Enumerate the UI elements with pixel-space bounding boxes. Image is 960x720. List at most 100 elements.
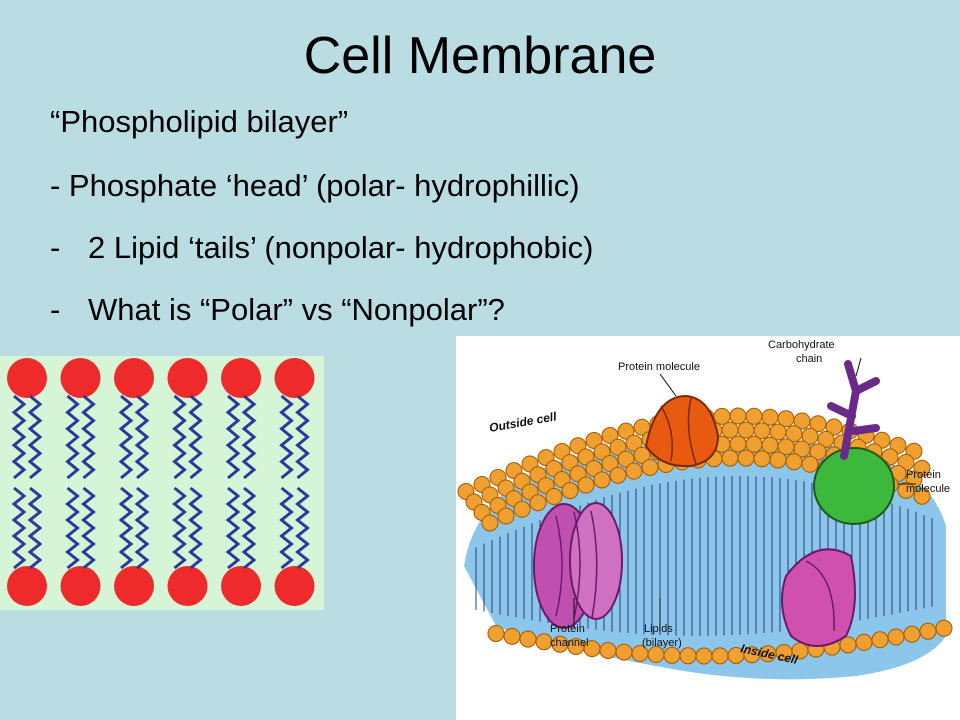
lipid-tail (279, 394, 294, 480)
lipid-head (593, 471, 611, 489)
bullet-phospholipid-bilayer: “Phospholipid bilayer” (50, 104, 348, 140)
label-protein-right-line1: Protein (906, 469, 941, 481)
lipid-head (601, 455, 619, 473)
bullet-phosphate-head: - Phosphate ‘head’ (polar- hydrophillic) (50, 168, 580, 204)
lipid-head (713, 407, 731, 425)
lipid-head (809, 415, 827, 433)
lipid-head (887, 628, 905, 646)
lipid-head (599, 641, 617, 659)
phosphate-head (221, 358, 261, 398)
lipid-head (729, 407, 747, 425)
phosphate-head (7, 566, 47, 606)
lipid-head (711, 647, 729, 665)
lipid-head (617, 450, 635, 468)
phosphate-head (7, 358, 47, 398)
label-protein-molecule-top: Protein molecule (618, 361, 700, 373)
lipid-head (729, 435, 747, 453)
lipid-tail (295, 486, 310, 570)
lipid-head (561, 482, 579, 500)
slide-title: Cell Membrane (303, 27, 657, 85)
lipid-head (919, 622, 937, 640)
lipid-tail (188, 394, 203, 480)
lipid-tail (118, 394, 134, 480)
protein-channel (533, 502, 623, 629)
lipid-head (871, 631, 889, 649)
lipid-tail (134, 394, 150, 480)
phosphate-head (221, 566, 261, 606)
lipid-head (745, 435, 763, 453)
lipid-head (625, 462, 643, 480)
lipid-head (721, 421, 739, 439)
lipid-head (873, 431, 891, 449)
protein-molecule-top (644, 394, 720, 468)
lipid-head (801, 427, 819, 445)
phosphate-head (60, 566, 101, 606)
label-lipids-line1: Lipids (644, 623, 673, 635)
lipid-head (615, 643, 633, 661)
lipid-head (753, 450, 771, 468)
bullet-dash: - (50, 230, 61, 265)
lipid-head (497, 507, 515, 525)
lipid-head (577, 476, 595, 494)
bullet-text: “Phospholipid bilayer” (50, 104, 349, 139)
protein-transmembrane-right (781, 548, 856, 647)
lipid-head (695, 647, 713, 665)
lipid-head (609, 438, 627, 456)
lipid-head (633, 418, 651, 436)
lipid-head (593, 443, 611, 461)
lipid-tail (81, 394, 96, 480)
cell-membrane-diagram: Protein molecule Carbohydrate chain Outs… (456, 336, 960, 720)
lipid-head (633, 446, 651, 464)
phosphate-head (167, 358, 208, 398)
phosphate-head (114, 566, 154, 606)
carbohydrate-chain (827, 360, 880, 460)
lipid-head (913, 487, 931, 505)
lipid-head (745, 407, 763, 425)
bullet-lipid-tails: -2 Lipid ‘tails’ (nonpolar- hydrophobic) (50, 230, 593, 266)
phosphate-head (274, 358, 315, 398)
lipid-tail (172, 486, 187, 570)
lipid-head (721, 449, 739, 467)
bullet-text: What is “Polar” vs “Nonpolar”? (88, 292, 505, 327)
lipid-head (513, 500, 531, 518)
lipid-tail (65, 486, 80, 570)
lipid-tail (118, 486, 134, 570)
lipid-head (625, 434, 643, 452)
lipid-head (529, 494, 547, 512)
bullet-polar-question: -What is “Polar” vs “Nonpolar”? (50, 292, 505, 328)
lipid-tail (134, 486, 150, 570)
lipid-head (641, 458, 659, 476)
lipid-tail (11, 486, 27, 570)
label-lipids-line2: (bilayer) (642, 637, 682, 649)
lipid-head (545, 488, 563, 506)
lipid-head (663, 646, 681, 664)
lipid-tail (27, 394, 43, 480)
lipid-head (935, 619, 953, 637)
lipid-head (855, 633, 873, 651)
bullet-text: 2 Lipid ‘tails’ (nonpolar- hydrophobic) (88, 230, 594, 265)
lipid-tail (295, 394, 310, 480)
bilayer-panel (0, 356, 324, 610)
lipid-tail (279, 486, 294, 570)
lipid-tail (188, 486, 203, 570)
lipid-head (679, 647, 697, 665)
lipid-head (785, 453, 803, 471)
lipid-tail (225, 394, 241, 480)
lipid-tail (241, 486, 257, 570)
lipid-head (737, 421, 755, 439)
lipid-tail (27, 486, 43, 570)
lipid-head (903, 625, 921, 643)
phosphate-head (114, 358, 154, 398)
phosphate-head (60, 358, 101, 398)
label-protein-channel-line1: Protein (550, 623, 585, 635)
lipid-head (609, 466, 627, 484)
protein-molecule-right (813, 447, 895, 525)
label-protein-channel-line2: channel (550, 637, 589, 649)
lipid-head (737, 449, 755, 467)
phosphate-head (274, 566, 315, 606)
bullet-text: - Phosphate ‘head’ (polar- hydrophillic) (50, 168, 580, 203)
bullet-dash: - (50, 292, 61, 327)
label-carbohydrate-line1: Carbohydrate (768, 339, 835, 351)
lipid-head (801, 455, 819, 473)
lipid-tail (65, 394, 80, 480)
